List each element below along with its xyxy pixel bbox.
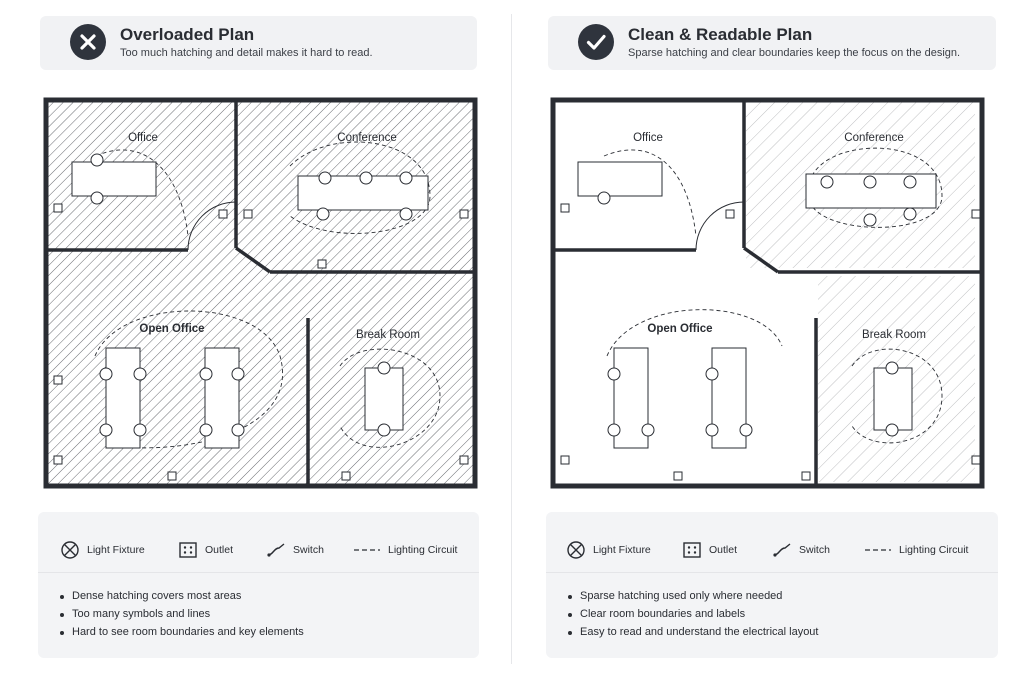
panel-divider [511,14,512,664]
light-fixtures [90,153,413,437]
panel-title: Overloaded Plan [120,25,255,44]
outlet-icon [683,542,701,558]
panel-header: Clean & Readable Plan Sparse hatching an… [548,16,996,70]
notes-list: Sparse hatching used only where needed C… [568,587,818,641]
lighting-circuits [603,147,943,444]
switch-icon [773,543,791,557]
light-fixture-icon [567,541,585,559]
legend-item-switch: Switch [266,540,324,560]
note-item: Dense hatching covers most areas [60,587,304,605]
panel-subtitle: Too much hatching and detail makes it ha… [120,47,373,59]
note-item: Sparse hatching used only where needed [568,587,818,605]
room-label-office: Office [633,132,663,144]
outer-wall [550,97,985,489]
legend-separator [546,572,998,573]
legend-item-light-fixture: Light Fixture [566,540,651,560]
legend-card: Light Fixture Outlet Switch [38,512,479,658]
legend: Light Fixture Outlet Switch [546,532,998,568]
panel-subtitle: Sparse hatching and clear boundaries kee… [628,47,961,59]
outlets [53,203,469,481]
outlets [560,203,981,481]
outer-wall [43,97,478,489]
room-label-conference: Conference [337,132,396,144]
legend-item-outlet: Outlet [682,540,737,560]
legend-separator [38,572,479,573]
room-label-break-room: Break Room [356,329,420,341]
switch-icon [267,543,285,557]
x-circle-icon [70,24,106,60]
legend-item-outlet: Outlet [178,540,233,560]
legend-item-lighting-circuit: Lighting Circuit [864,540,968,560]
lighting-circuit-icon [865,549,891,551]
panel-clean: Clean & Readable Plan Sparse hatching an… [512,0,1024,683]
legend-item-switch: Switch [772,540,830,560]
note-item: Too many symbols and lines [60,605,304,623]
light-fixtures [597,175,917,437]
door-swing [187,201,237,251]
interior-walls [46,100,475,486]
note-item: Clear room boundaries and labels [568,605,818,623]
room-label-open-office: Open Office [139,323,204,335]
room-label-open-office: Open Office [647,323,712,335]
outlet-icon [179,542,197,558]
notes-list: Dense hatching covers most areas Too man… [60,587,304,641]
panel-header: Overloaded Plan Too much hatching and de… [40,16,477,70]
room-label-break-room: Break Room [862,329,926,341]
legend-item-lighting-circuit: Lighting Circuit [353,540,457,560]
floor-plan-overloaded: Office Conference Open Office Break Room [43,97,478,489]
light-fixture-icon [61,541,79,559]
floor-plan-clean: Office Conference Open Office Break Room [550,97,985,489]
panel-overloaded: Overloaded Plan Too much hatching and de… [38,16,479,658]
lighting-circuit-icon [354,549,380,551]
room-label-office: Office [128,132,158,144]
interior-walls [553,100,982,486]
legend-item-light-fixture: Light Fixture [60,540,145,560]
note-item: Hard to see room boundaries and key elem… [60,623,304,641]
note-item: Easy to read and understand the electric… [568,623,818,641]
legend-card: Light Fixture Outlet Switch [546,512,998,658]
legend: Light Fixture Outlet Switch [38,532,479,568]
door-swing [695,201,745,251]
room-label-conference: Conference [844,132,903,144]
panel-title: Clean & Readable Plan [628,25,813,44]
check-circle-icon [578,24,614,60]
